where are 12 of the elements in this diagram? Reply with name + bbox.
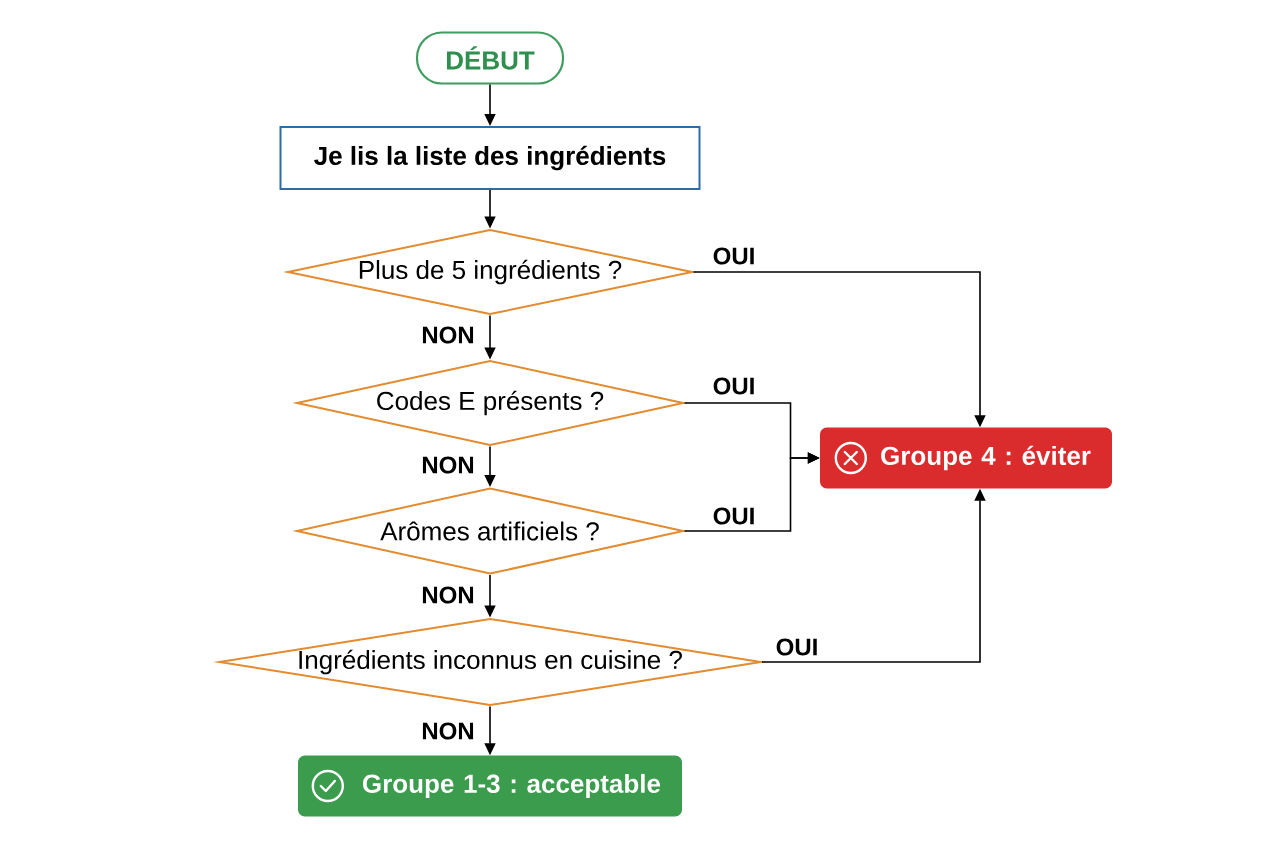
edge-label: OUI [711,376,757,396]
result-box: Groupe 1-3 : acceptable [298,755,682,817]
start-terminal: DÉBUT [415,31,565,85]
edge-label: NON [420,325,476,345]
edge-label: OUI [711,506,757,526]
result-box: Groupe 4 : éviter [820,427,1112,489]
edge-label: OUI [711,246,757,266]
process-box: Je lis la liste des ingrédients [279,126,701,190]
edge-label: NON [420,585,476,605]
edge-label: OUI [774,637,820,657]
edge-label: NON [420,721,476,741]
edge-label: NON [420,455,476,475]
